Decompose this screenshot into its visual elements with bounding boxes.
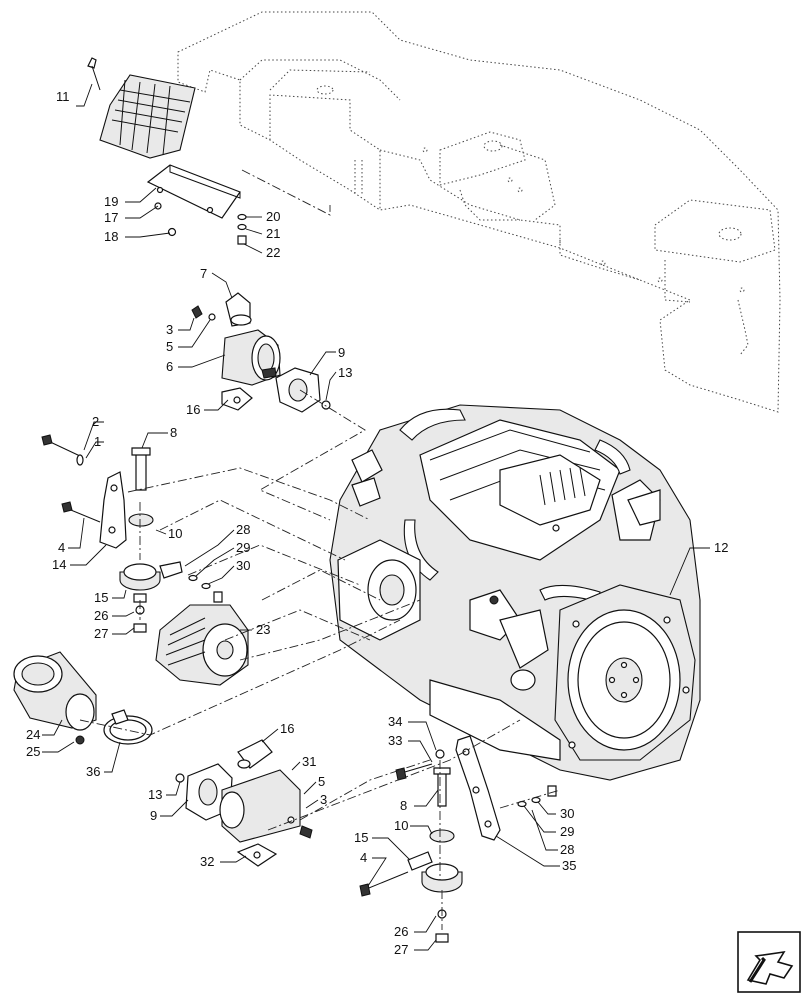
callout-16-lower: 16: [280, 721, 294, 736]
callout-15: 15: [94, 590, 108, 605]
callout-1: 1: [94, 434, 101, 449]
callout-29-lower: 29: [560, 824, 574, 839]
callout-8-lower: 8: [400, 798, 407, 813]
starter-motor: [191, 292, 331, 413]
air-filter: [13, 651, 97, 745]
callout-30-lower: 30: [560, 806, 574, 821]
callout-18: 18: [104, 229, 118, 244]
alternator: [155, 604, 249, 686]
callout-4: 4: [58, 540, 65, 555]
callout-5-lower: 5: [318, 774, 325, 789]
callout-24: 24: [26, 727, 40, 742]
callout-7: 7: [200, 266, 207, 281]
front-bracket: [87, 57, 247, 245]
callout-3-lower: 3: [320, 792, 327, 807]
callout-27-lower: 27: [394, 942, 408, 957]
callout-32: 32: [200, 854, 214, 869]
callout-22: 22: [266, 245, 280, 260]
callout-34: 34: [388, 714, 402, 729]
callout-35: 35: [562, 858, 576, 873]
callout-30: 30: [236, 558, 250, 573]
callout-29: 29: [236, 540, 250, 555]
callout-31: 31: [302, 754, 316, 769]
assembly-lines: [79, 169, 561, 930]
callout-15-lower: 15: [354, 830, 368, 845]
callout-36: 36: [86, 764, 100, 779]
callout-27: 27: [94, 626, 108, 641]
callout-26-lower: 26: [394, 924, 408, 939]
callout-3: 3: [166, 322, 173, 337]
callout-13-lower: 13: [148, 787, 162, 802]
engine-mount-lower: [359, 851, 463, 943]
hose-clamp: [103, 709, 153, 745]
flywheel: [554, 584, 696, 761]
callout-33: 33: [388, 733, 402, 748]
callout-10-lower: 10: [394, 818, 408, 833]
callout-26: 26: [94, 608, 108, 623]
callout-25: 25: [26, 744, 40, 759]
callout-10: 10: [168, 526, 182, 541]
callout-28-lower: 28: [560, 842, 574, 857]
rear-bracket: [41, 434, 154, 549]
callout-23: 23: [256, 622, 270, 637]
callout-labels: 11 19 17 18 20 21 22 7 3 5 6 9 13 16 2 1…: [26, 89, 728, 957]
callout-8: 8: [170, 425, 177, 440]
callout-4-lower: 4: [360, 850, 367, 865]
callout-6: 6: [166, 359, 173, 374]
callout-19: 19: [104, 194, 118, 209]
engine-mount: [119, 561, 223, 633]
navigation-arrow-icon[interactable]: [737, 931, 801, 993]
callout-2: 2: [92, 414, 99, 429]
callout-14: 14: [52, 557, 66, 572]
callout-9-lower: 9: [150, 808, 157, 823]
callout-11: 11: [56, 89, 70, 104]
callout-17: 17: [104, 210, 118, 225]
callout-13: 13: [338, 365, 352, 380]
callout-9: 9: [338, 345, 345, 360]
callout-21: 21: [266, 226, 280, 241]
callout-28: 28: [236, 522, 250, 537]
callout-16: 16: [186, 402, 200, 417]
starter-motor-lower: [175, 739, 313, 867]
leader-lines: [42, 83, 710, 951]
callout-20: 20: [266, 209, 280, 224]
chassis-frame-outline: [177, 11, 781, 413]
callout-5: 5: [166, 339, 173, 354]
callout-12: 12: [714, 540, 728, 555]
